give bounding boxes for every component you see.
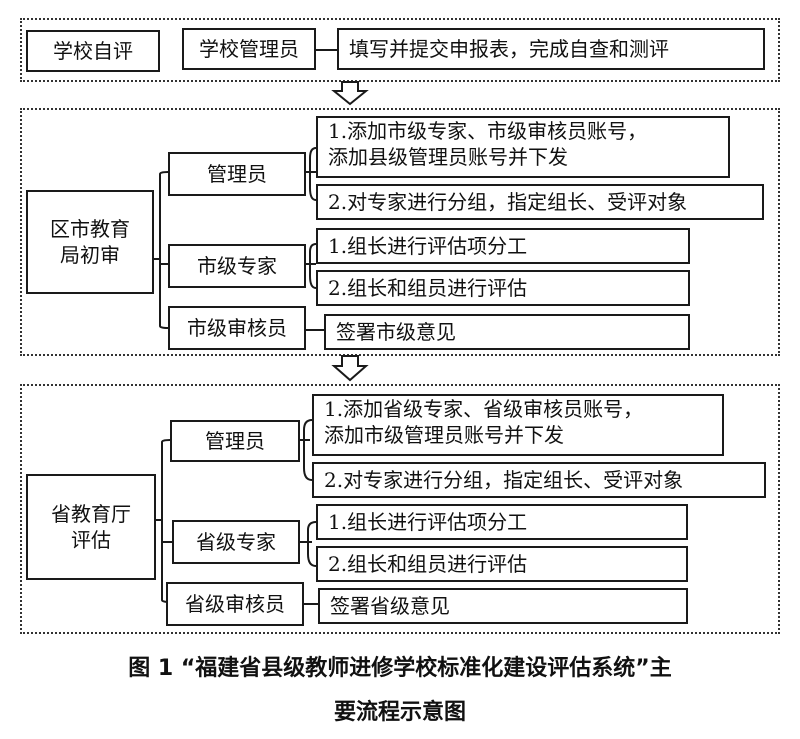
stage3-expert-task1-text: 1.组长进行评估项分工 xyxy=(328,510,528,534)
stage3-frame xyxy=(20,384,780,634)
stage3-reviewer-task: 签署省级意见 xyxy=(318,588,688,624)
stage3-title: 省教育厅 评估 xyxy=(26,474,156,580)
stage2-admin-task2-text: 2.对专家进行分组，指定组长、受评对象 xyxy=(328,190,688,214)
stage2-admin-task2: 2.对专家进行分组，指定组长、受评对象 xyxy=(316,184,764,220)
stage1-frame xyxy=(20,18,780,82)
stage1-task-text: 填写并提交申报表，完成自查和测评 xyxy=(349,37,669,61)
stage2-expert-task2-text: 2.组长和组员进行评估 xyxy=(328,276,528,300)
stage3-admin-task1: 1.添加省级专家、省级审核员账号， 添加市级管理员账号并下发 xyxy=(312,394,724,456)
stage2-reviewer-label: 市级审核员 xyxy=(187,316,287,340)
stage2-admin-task1-line1: 1.添加市级专家、市级审核员账号， xyxy=(328,119,648,143)
stage2-admin-label: 管理员 xyxy=(207,162,267,186)
stage2-title: 区市教育 局初审 xyxy=(26,190,154,294)
stage2-expert-label: 市级专家 xyxy=(197,254,277,278)
stage3-admin: 管理员 xyxy=(170,420,300,462)
stage2-admin: 管理员 xyxy=(168,152,306,196)
stage3-title-line1: 省教育厅 xyxy=(51,502,131,526)
stage1-task: 填写并提交申报表，完成自查和测评 xyxy=(337,28,765,70)
stage3-reviewer-label: 省级审核员 xyxy=(185,592,285,616)
stage2-reviewer-task-text: 签署市级意见 xyxy=(336,320,456,344)
figure-caption-line2: 要流程示意图 xyxy=(333,700,466,725)
stage2-admin-task1-line2: 添加县级管理员账号并下发 xyxy=(328,145,568,169)
stage2-title-line1: 区市教育 xyxy=(50,217,130,241)
stage3-expert-label: 省级专家 xyxy=(196,530,276,554)
stage3-admin-task1-line2: 添加市级管理员账号并下发 xyxy=(324,423,564,447)
stage2-expert-task1-text: 1.组长进行评估项分工 xyxy=(328,234,528,258)
stage3-admin-label: 管理员 xyxy=(205,429,265,453)
stage3-reviewer-task-text: 签署省级意见 xyxy=(330,594,450,618)
stage1-role: 学校管理员 xyxy=(182,28,316,70)
stage3-expert-task2-text: 2.组长和组员进行评估 xyxy=(328,552,528,576)
figure-caption-line1: 图 1 “福建省县级教师进修学校标准化建设评估系统”主 xyxy=(128,656,672,681)
stage3-expert-task2: 2.组长和组员进行评估 xyxy=(316,546,688,582)
stage3-expert-task1: 1.组长进行评估项分工 xyxy=(316,504,688,540)
stage3-admin-task1-line1: 1.添加省级专家、省级审核员账号， xyxy=(324,397,644,421)
stage2-expert-task2: 2.组长和组员进行评估 xyxy=(316,270,690,306)
stage2-expert: 市级专家 xyxy=(168,244,306,288)
stage2-title-line2: 局初审 xyxy=(60,243,120,267)
stage3-admin-task2: 2.对专家进行分组，指定组长、受评对象 xyxy=(312,462,766,498)
stage3-title-line2: 评估 xyxy=(71,528,111,552)
stage2-expert-task1: 1.组长进行评估项分工 xyxy=(316,228,690,264)
stage2-reviewer-task: 签署市级意见 xyxy=(324,314,690,350)
stage1-role-text: 学校管理员 xyxy=(199,37,299,61)
stage2-frame xyxy=(20,108,780,356)
stage1-title: 学校自评 xyxy=(26,30,160,72)
stage2-admin-task1: 1.添加市级专家、市级审核员账号， 添加县级管理员账号并下发 xyxy=(316,116,730,178)
stage1-title-text: 学校自评 xyxy=(53,39,133,63)
stage3-expert: 省级专家 xyxy=(172,520,300,564)
stage3-admin-task2-text: 2.对专家进行分组，指定组长、受评对象 xyxy=(324,468,684,492)
stage3-reviewer: 省级审核员 xyxy=(166,582,304,626)
stage2-reviewer: 市级审核员 xyxy=(168,306,306,350)
